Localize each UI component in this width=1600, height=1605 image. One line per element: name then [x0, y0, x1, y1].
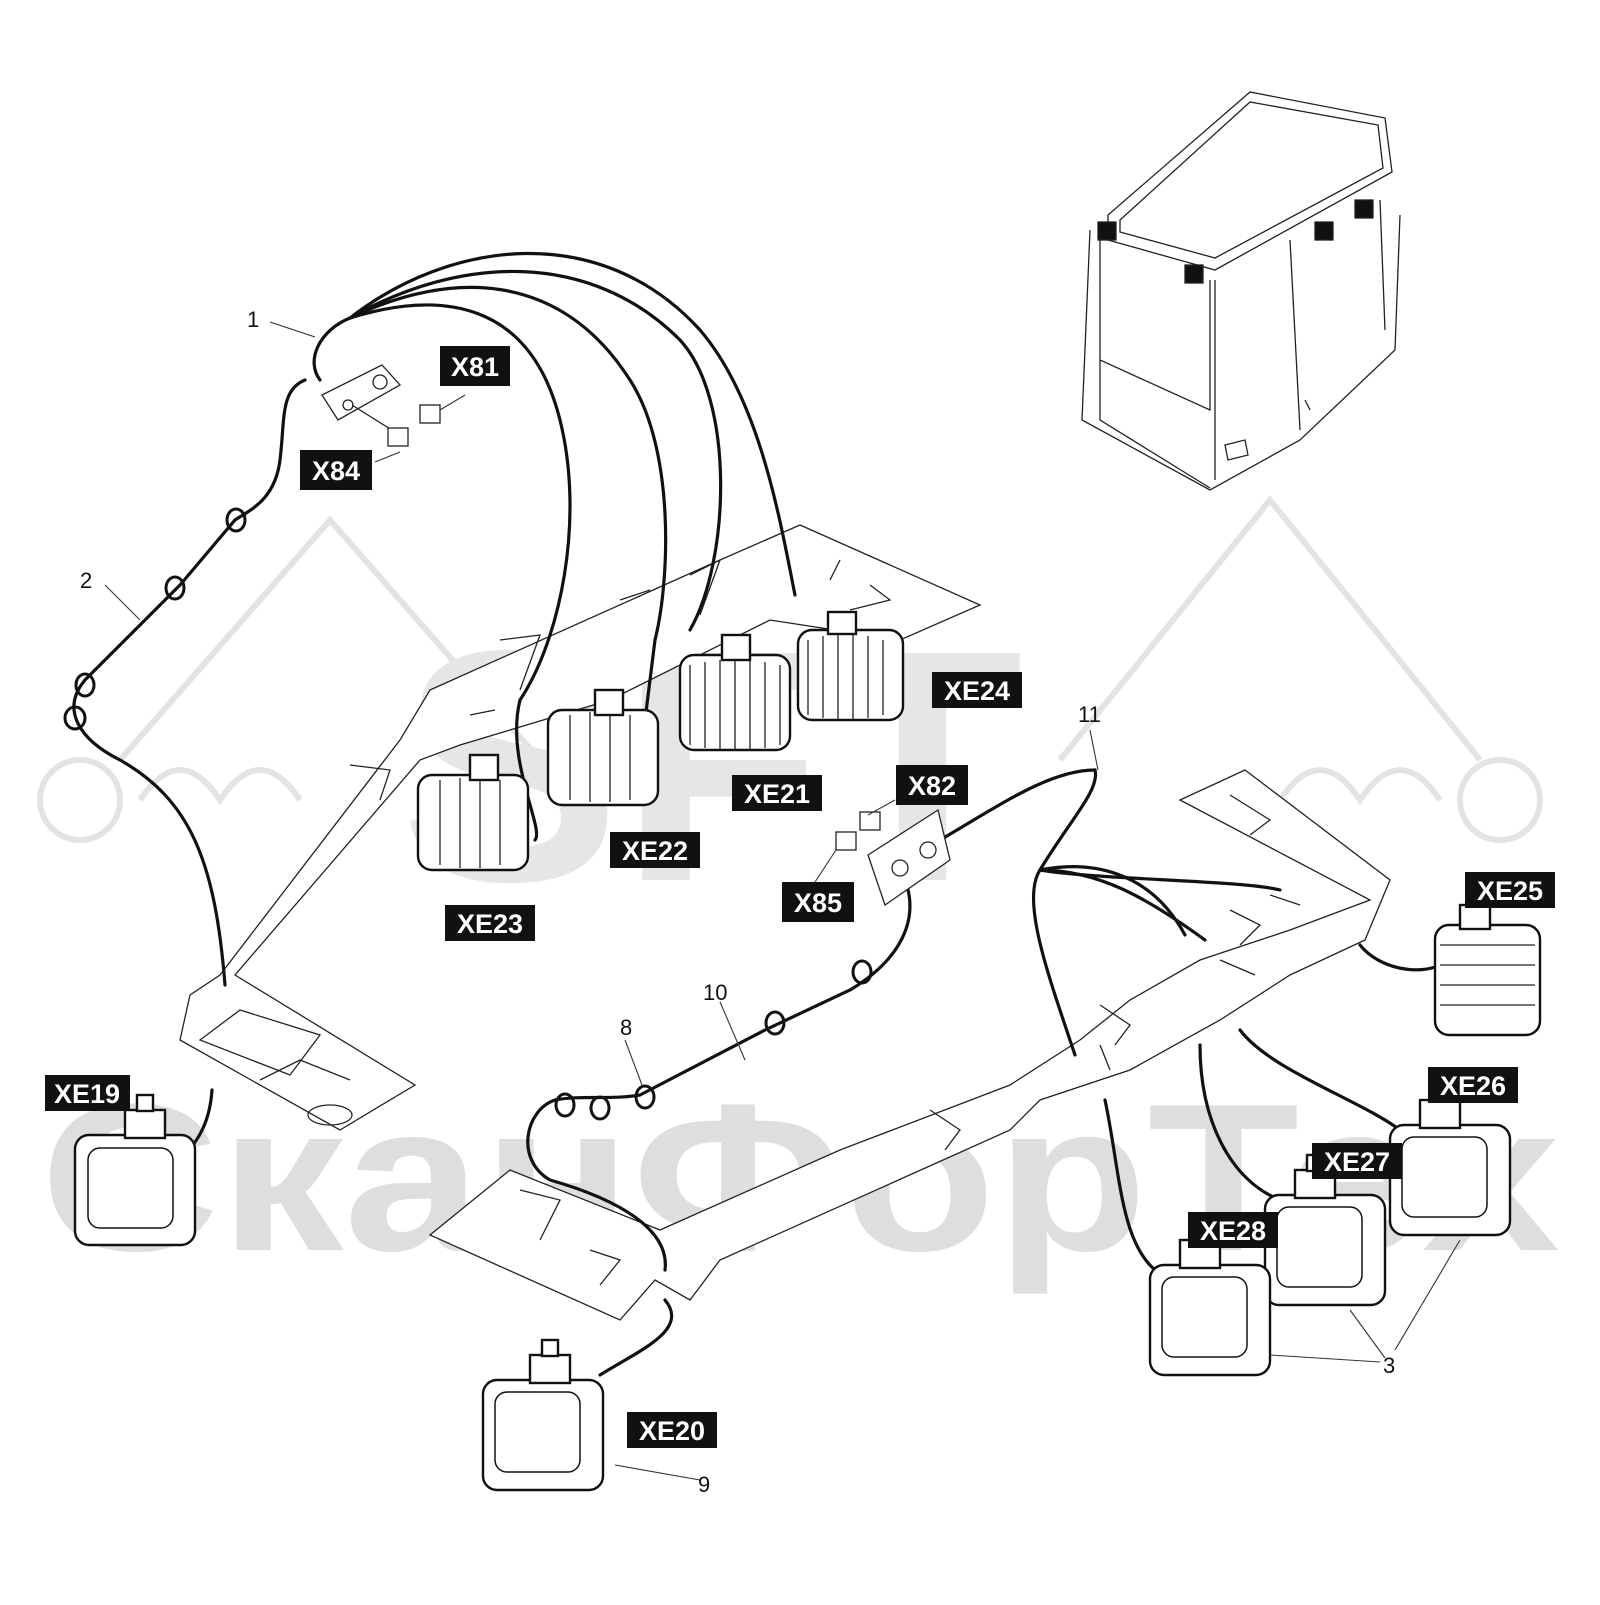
part-number-8: 8	[620, 1015, 632, 1040]
part-number-9: 9	[698, 1472, 710, 1497]
tag-xe21: XE21	[732, 775, 822, 811]
svg-text:XE24: XE24	[944, 676, 1010, 706]
lamp-xe19	[73, 1093, 197, 1247]
part-number-1: 1	[247, 307, 259, 332]
lamp-xe24	[796, 610, 905, 722]
tag-xe26: XE26	[1428, 1067, 1518, 1103]
svg-text:XE28: XE28	[1200, 1216, 1266, 1246]
svg-text:X82: X82	[908, 771, 956, 801]
svg-text:XE21: XE21	[744, 779, 810, 809]
tag-xe27: XE27	[1312, 1143, 1402, 1179]
connector-tags: X81 X84 X82 X85	[300, 346, 968, 922]
part-number-11: 11	[1078, 702, 1101, 727]
lamp-xe27	[1263, 1153, 1387, 1307]
connector-plate-lower	[835, 808, 951, 907]
svg-text:XE23: XE23	[457, 909, 523, 939]
lamp-xe28	[1148, 1223, 1272, 1377]
svg-text:XE20: XE20	[639, 1416, 705, 1446]
tag-xe22: XE22	[610, 832, 700, 868]
tag-x84: X84	[300, 450, 372, 490]
tag-x82: X82	[896, 765, 968, 805]
leader-lines	[104, 321, 1461, 1481]
right-roof-rail	[428, 769, 1391, 1321]
lamp-xe25	[1433, 903, 1542, 1037]
tag-xe20: XE20	[627, 1412, 717, 1448]
harness-wires	[72, 251, 1442, 1377]
left-roof-rail	[179, 524, 982, 1131]
svg-text:X81: X81	[451, 352, 499, 382]
tag-xe25: XE25	[1465, 872, 1555, 908]
tag-xe28: XE28	[1188, 1212, 1278, 1248]
svg-text:XE19: XE19	[54, 1079, 120, 1109]
svg-text:X84: X84	[312, 456, 360, 486]
part-number-3: 3	[1383, 1353, 1395, 1378]
lamp-tags: XE19 XE20 XE21 XE22 XE23 XE24 XE25 XE26	[45, 672, 1555, 1448]
lamp-xe21	[678, 633, 792, 752]
lamp-xe20	[481, 1338, 605, 1492]
tag-xe24: XE24	[932, 672, 1022, 708]
part-number-10: 10	[703, 980, 727, 1005]
lamp-xe23	[416, 753, 530, 872]
grommet-rings	[63, 507, 873, 1121]
tag-x85: X85	[782, 882, 854, 922]
connector-plate-upper	[321, 364, 441, 447]
svg-text:XE25: XE25	[1477, 876, 1543, 906]
part-numbers: 1 2 3 8 9 10 11	[80, 307, 1395, 1497]
svg-text:XE27: XE27	[1324, 1147, 1390, 1177]
svg-text:XE22: XE22	[622, 836, 688, 866]
part-number-2: 2	[80, 568, 92, 593]
tag-xe23: XE23	[445, 905, 535, 941]
lamp-xe22	[546, 688, 660, 807]
cab-inset	[1081, 91, 1401, 491]
svg-text:X85: X85	[794, 888, 842, 918]
tag-x81: X81	[440, 346, 510, 386]
tag-xe19: XE19	[45, 1075, 130, 1111]
svg-text:XE26: XE26	[1440, 1071, 1506, 1101]
